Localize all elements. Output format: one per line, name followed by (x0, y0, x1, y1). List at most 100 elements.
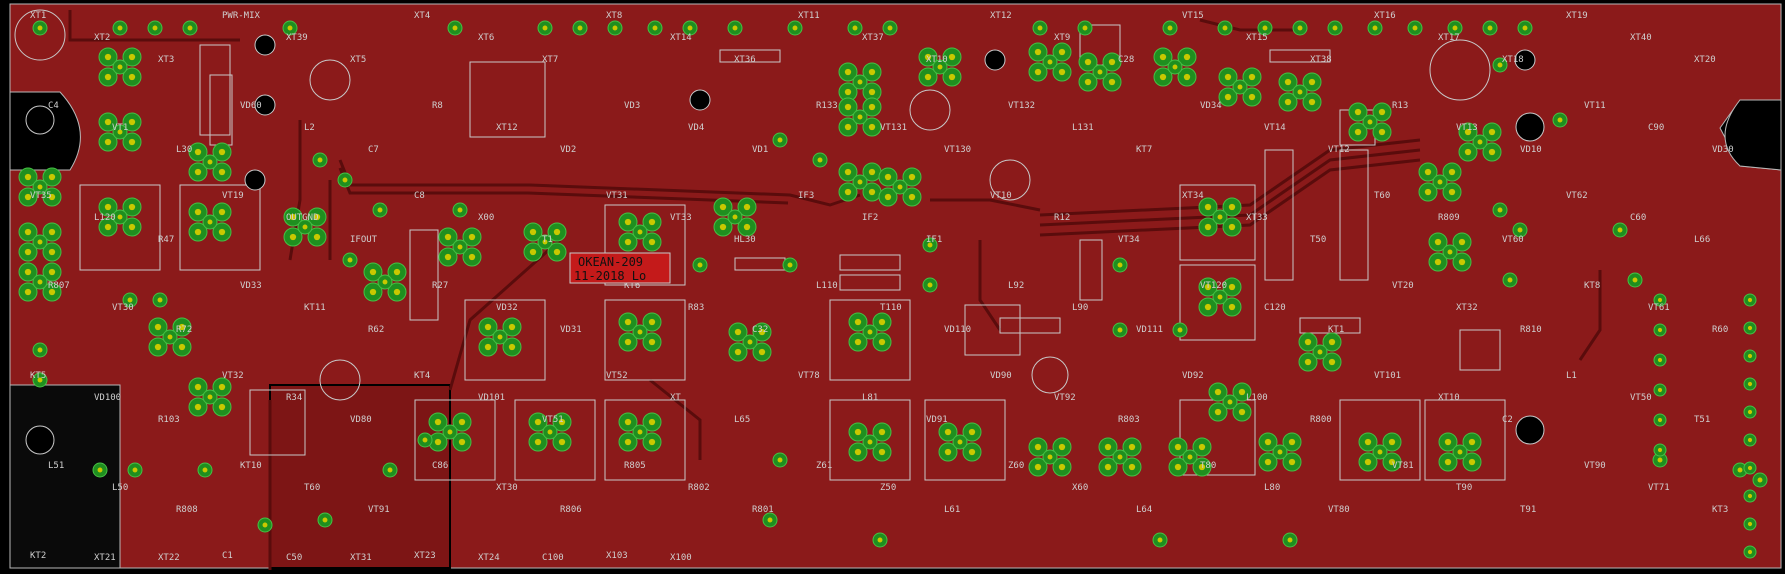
pad-drill (897, 184, 903, 190)
pad-drill (1284, 98, 1292, 106)
component-outline (1459, 329, 1501, 371)
pad-drill (1198, 443, 1206, 451)
pad-drill (1412, 25, 1418, 31)
silk-label: VT34 (1118, 235, 1140, 245)
resistor-body (1079, 239, 1103, 301)
pad-drill (732, 214, 738, 220)
silk-label: R60 (1712, 325, 1728, 335)
pad-drill (924, 73, 932, 81)
pad-drill (624, 218, 632, 226)
pad-drill (637, 329, 643, 335)
silk-label: L30 (176, 145, 192, 155)
pad-drill (1227, 399, 1233, 405)
pad-drill (1332, 25, 1338, 31)
pad-drill (1657, 457, 1663, 463)
pad-drill (1737, 467, 1743, 473)
silk-label: R801 (752, 505, 774, 515)
silk-label: VD92 (1182, 371, 1204, 381)
pad-drill (317, 157, 323, 163)
pad-drill (1507, 277, 1513, 283)
silk-label: X100 (670, 553, 692, 563)
silk-label: XT36 (734, 55, 756, 65)
pad-drill (1448, 168, 1456, 176)
pad-drill (37, 279, 43, 285)
pad-drill (377, 207, 383, 213)
pad-drill (1308, 98, 1316, 106)
component-pads (18, 20, 1768, 559)
pad-drill (719, 223, 727, 231)
pad-drill (1177, 327, 1183, 333)
pcb-trace (1199, 18, 1300, 32)
pad-drill (447, 429, 453, 435)
silk-label: XT38 (1310, 55, 1332, 65)
component-outline (1339, 399, 1421, 481)
pad-drill (458, 418, 466, 426)
pad-drill (1457, 449, 1463, 455)
pad-drill (104, 53, 112, 61)
pad-drill (1444, 458, 1452, 466)
pad-drill (743, 203, 751, 211)
silk-label: XT14 (670, 33, 692, 43)
pcb-trace (448, 238, 561, 391)
silk-label: R806 (560, 505, 582, 515)
silk-label: L80 (1264, 483, 1280, 493)
silk-label: VT92 (1054, 393, 1076, 403)
silk-label: C28 (1118, 55, 1134, 65)
mounting-hole (244, 169, 266, 191)
silk-label: R802 (688, 483, 710, 493)
pad-drill (207, 159, 213, 165)
pad-drill (844, 68, 852, 76)
silk-label: XT30 (496, 483, 518, 493)
silk-label: XT33 (1246, 213, 1268, 223)
silk-label: VT20 (1392, 281, 1414, 291)
pad-drill (1238, 408, 1246, 416)
silk-label: L92 (1008, 281, 1024, 291)
pad-drill (877, 537, 883, 543)
silk-label: XT37 (862, 33, 884, 43)
pad-drill (1217, 294, 1223, 300)
silk-label: L110 (816, 281, 838, 291)
pad-drill (1388, 458, 1396, 466)
silk-label: Z61 (816, 461, 832, 471)
pad-drill (484, 343, 492, 351)
pad-drill (1224, 73, 1232, 81)
silk-label: VT61 (1648, 303, 1670, 313)
pad-drill (767, 517, 773, 523)
silk-label: VT90 (1584, 461, 1606, 471)
silk-label: L81 (862, 393, 878, 403)
pad-drill (1204, 223, 1212, 231)
pad-drill (117, 129, 123, 135)
pad-drill (202, 467, 208, 473)
silk-label: VT131 (880, 123, 907, 133)
pad-drill (844, 103, 852, 111)
pad-drill (194, 228, 202, 236)
silk-label: XT39 (286, 33, 308, 43)
silk-label: XT12 (990, 11, 1012, 21)
pad-drill (887, 25, 893, 31)
pad-drill (529, 228, 537, 236)
pad-drill (194, 168, 202, 176)
silk-label: L2 (304, 123, 315, 133)
pad-drill (194, 208, 202, 216)
pad-drill (48, 288, 56, 296)
silk-label: KT5 (30, 371, 46, 381)
silk-label: VD34 (1200, 101, 1222, 111)
pad-drill (128, 203, 136, 211)
pad-drill (97, 467, 103, 473)
resistor-body (1339, 149, 1369, 281)
pad-drill (393, 288, 401, 296)
pad-drill (648, 318, 656, 326)
pad-drill (218, 168, 226, 176)
silk-label: VT78 (798, 371, 820, 381)
pad-drill (1657, 327, 1663, 333)
pad-drill (48, 248, 56, 256)
pad-drill (529, 248, 537, 256)
pad-drill (648, 438, 656, 446)
pad-drill (1747, 381, 1753, 387)
component-outline-round (319, 359, 361, 401)
pad-drill (1372, 25, 1378, 31)
pad-drill (734, 348, 742, 356)
pad-drill (648, 418, 656, 426)
pad-drill (37, 347, 43, 353)
pad-drill (1297, 25, 1303, 31)
